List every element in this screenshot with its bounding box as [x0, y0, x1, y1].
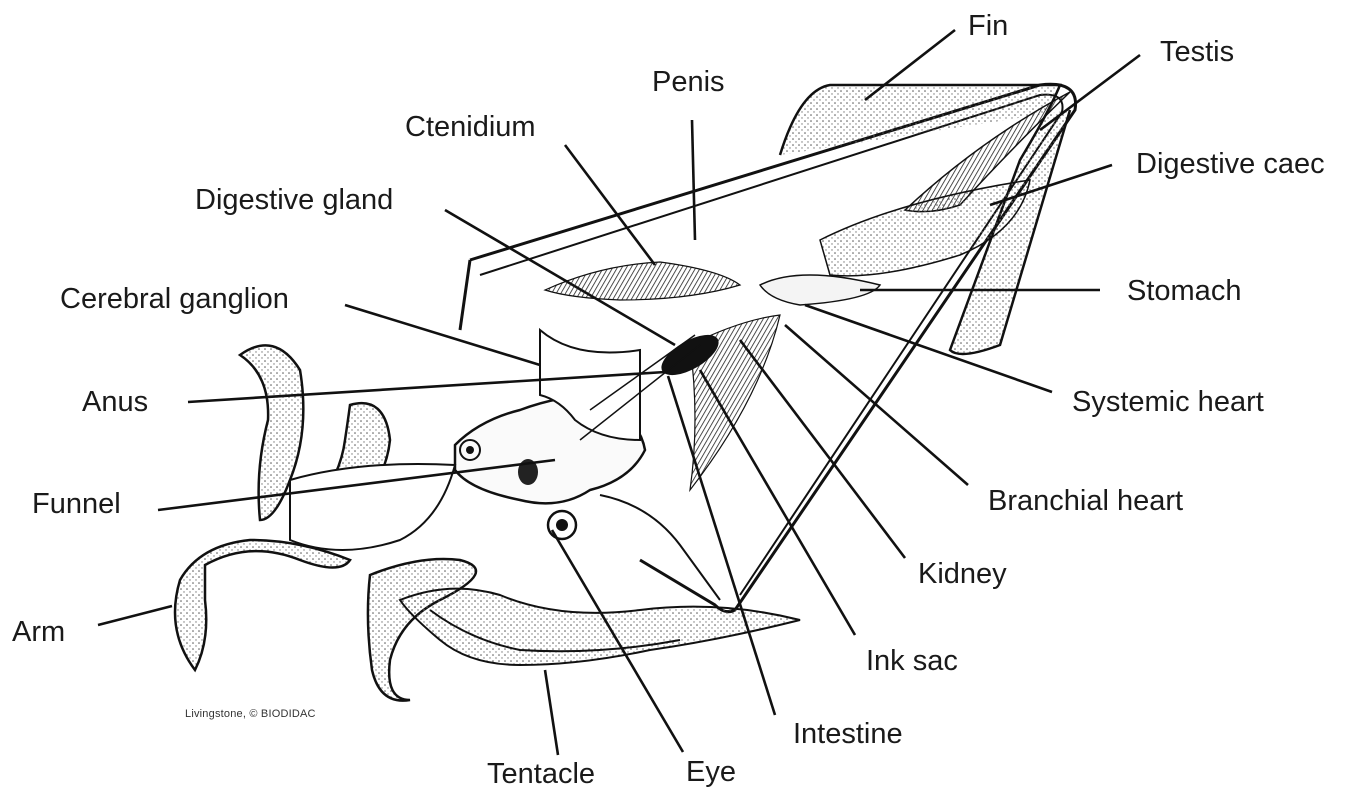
leader-penis [692, 120, 695, 240]
label-fin: Fin [968, 12, 1008, 41]
leader-ink-sac [700, 370, 855, 635]
leader-kidney [740, 340, 905, 558]
label-intestine: Intestine [793, 720, 903, 749]
leader-cerebral-ganglion [345, 305, 540, 365]
leader-systemic-heart [805, 305, 1052, 392]
arm-left-3 [175, 540, 350, 670]
label-funnel: Funnel [32, 490, 121, 519]
label-branchial-heart: Branchial heart [988, 487, 1183, 516]
label-arm: Arm [12, 618, 65, 647]
label-anus: Anus [82, 388, 148, 417]
label-ctenidium: Ctenidium [405, 113, 536, 142]
leader-arm [98, 606, 172, 625]
label-stomach: Stomach [1127, 277, 1241, 306]
label-digestive-gland: Digestive gland [195, 186, 393, 215]
label-systemic-heart: Systemic heart [1072, 388, 1264, 417]
label-testis: Testis [1160, 38, 1234, 67]
label-cerebral-ganglion: Cerebral ganglion [60, 285, 289, 314]
label-tentacle: Tentacle [487, 760, 595, 789]
label-penis: Penis [652, 68, 725, 97]
leader-branchial-heart [785, 325, 968, 485]
label-ink-sac: Ink sac [866, 647, 958, 676]
ctenidium-shape [545, 262, 740, 300]
label-digestive-caecum: Digestive caec [1136, 150, 1325, 179]
image-credit: Livingstone, © BIODIDAC [185, 708, 316, 720]
label-kidney: Kidney [918, 560, 1007, 589]
leader-ctenidium [565, 145, 655, 265]
leader-tentacle [545, 670, 558, 755]
label-eye: Eye [686, 758, 736, 787]
